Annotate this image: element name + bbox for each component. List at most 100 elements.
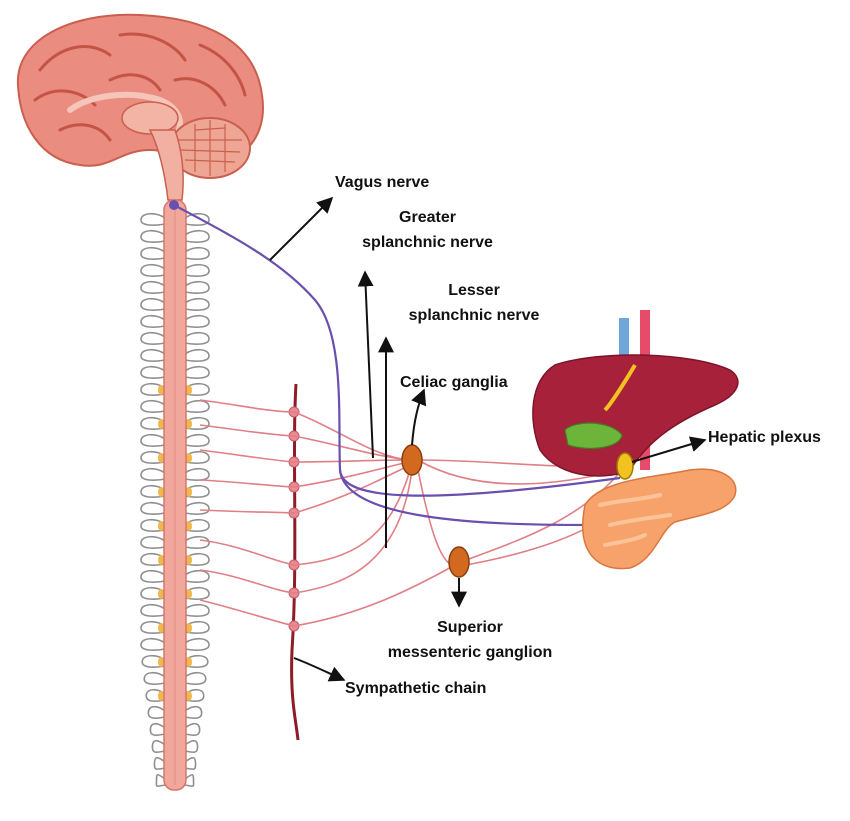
nerve-root-loop (184, 603, 210, 617)
label-greater-splanchnic: Greater splanchnic nerve (350, 205, 505, 255)
nerve-root-loop (155, 773, 166, 787)
nerve-root-loop (140, 603, 166, 617)
label-greater-splanchnic-line2: splanchnic nerve (362, 234, 493, 251)
dorsal-root-ganglion (158, 453, 164, 463)
nerve-root-loop (145, 688, 166, 702)
label-superior-mesenteric-line1: Superior (437, 619, 503, 636)
label-vagus-nerve: Vagus nerve (335, 174, 430, 191)
nerve-root-loop (184, 297, 210, 311)
nerve-root-loop (153, 756, 166, 770)
nerve-root-loop (184, 348, 210, 362)
label-lesser-splanchnic: Lesser splanchnic nerve (394, 278, 554, 328)
nerve-root-loop (184, 212, 210, 226)
nerve-root-loop (184, 246, 210, 260)
spinal-nerve-roots (140, 212, 210, 787)
dorsal-root-ganglion (186, 385, 192, 395)
dorsal-root-ganglion (158, 657, 164, 667)
vagus-nerve-path (173, 204, 621, 527)
dorsal-root-ganglion (158, 385, 164, 395)
sympathetic-chain (288, 383, 300, 741)
dorsal-root-ganglion (158, 623, 164, 633)
dorsal-root-ganglion (186, 657, 192, 667)
nerve-root-loop (184, 671, 207, 685)
nerve-root-loop (184, 688, 205, 702)
nerve-root-loop (140, 212, 166, 226)
nerve-root-loop (140, 229, 166, 243)
nerve-root-loop (140, 518, 166, 532)
nerve-root-loop (140, 637, 166, 651)
nerve-root-loop (184, 756, 197, 770)
nerve-root-loop (184, 280, 210, 294)
nerve-root-loop (184, 467, 210, 481)
nerve-root-loop (140, 348, 166, 362)
nerve-root-loop (140, 399, 166, 413)
nerve-root-loop (184, 501, 210, 515)
dorsal-root-ganglion (186, 623, 192, 633)
dorsal-root-ganglion (158, 555, 164, 565)
superior-mesenteric-ganglion (448, 546, 470, 578)
nerve-root-loop (140, 569, 166, 583)
dorsal-root-ganglion (158, 691, 164, 701)
nerve-root-loop (184, 382, 210, 396)
dorsal-root-ganglion (158, 419, 164, 429)
label-hepatic-plexus: Hepatic plexus (708, 429, 821, 446)
nerve-root-loop (184, 773, 195, 787)
nerve-root-loop (184, 484, 210, 498)
hepatic-arrow (631, 436, 707, 463)
nerve-root-loop (140, 467, 166, 481)
nerve-root-loop (140, 246, 166, 260)
nerve-root-loop (141, 654, 166, 668)
nerve-root-loop (140, 552, 166, 566)
dorsal-root-ganglion (186, 691, 192, 701)
label-sympathetic-chain: Sympathetic chain (345, 680, 487, 697)
nerve-root-loop (184, 399, 210, 413)
nerve-root-loop (184, 586, 210, 600)
pointer-arrows (269, 196, 707, 682)
nerve-root-loop (140, 365, 166, 379)
sympathetic-chain-arrow (293, 657, 346, 682)
nerve-root-loop (140, 416, 166, 430)
brain (16, 13, 264, 201)
sympathetic-fibers (199, 399, 623, 627)
pancreas (582, 468, 737, 570)
nerve-root-loop (140, 331, 166, 345)
brainstem (148, 129, 184, 201)
celiac-arrow (411, 388, 427, 446)
cerebellum (169, 117, 251, 179)
nerve-root-loop (184, 705, 203, 719)
nerve-root-loop (184, 263, 210, 277)
nerve-root-loop (140, 501, 166, 515)
thalamus (121, 101, 179, 135)
spinal-column (140, 199, 210, 791)
nerve-root-loop (184, 637, 210, 651)
nerve-root-loop (143, 671, 166, 685)
dorsal-root-ganglion (186, 419, 192, 429)
nerve-root-loop (184, 331, 210, 345)
gallbladder (564, 422, 623, 450)
nerve-root-loop (184, 416, 210, 430)
nerve-root-loop (184, 450, 210, 464)
nerve-root-loop (184, 518, 210, 532)
nerve-root-loop (140, 314, 166, 328)
label-greater-splanchnic-line1: Greater (399, 209, 456, 226)
nerve-root-loop (184, 433, 210, 447)
nerve-root-loop (140, 263, 166, 277)
dorsal-root-ganglion (186, 487, 192, 497)
nerve-root-loop (149, 722, 166, 736)
label-superior-mesenteric: Superior messenteric ganglion (365, 615, 575, 665)
dorsal-root-ganglion (186, 589, 192, 599)
nerve-root-loop (140, 280, 166, 294)
dorsal-root-ganglion (158, 487, 164, 497)
dorsal-root-ganglion (186, 521, 192, 531)
nerve-root-loop (140, 535, 166, 549)
liver (532, 354, 739, 477)
label-superior-mesenteric-line2: messenteric ganglion (387, 644, 553, 661)
nerve-root-loop (184, 229, 210, 243)
nerve-root-loop (140, 586, 166, 600)
nerve-root-loop (140, 433, 166, 447)
nerve-root-loop (184, 365, 210, 379)
nerve-root-loop (184, 314, 210, 328)
nerve-root-loop (184, 620, 210, 634)
nerve-root-loop (140, 620, 166, 634)
